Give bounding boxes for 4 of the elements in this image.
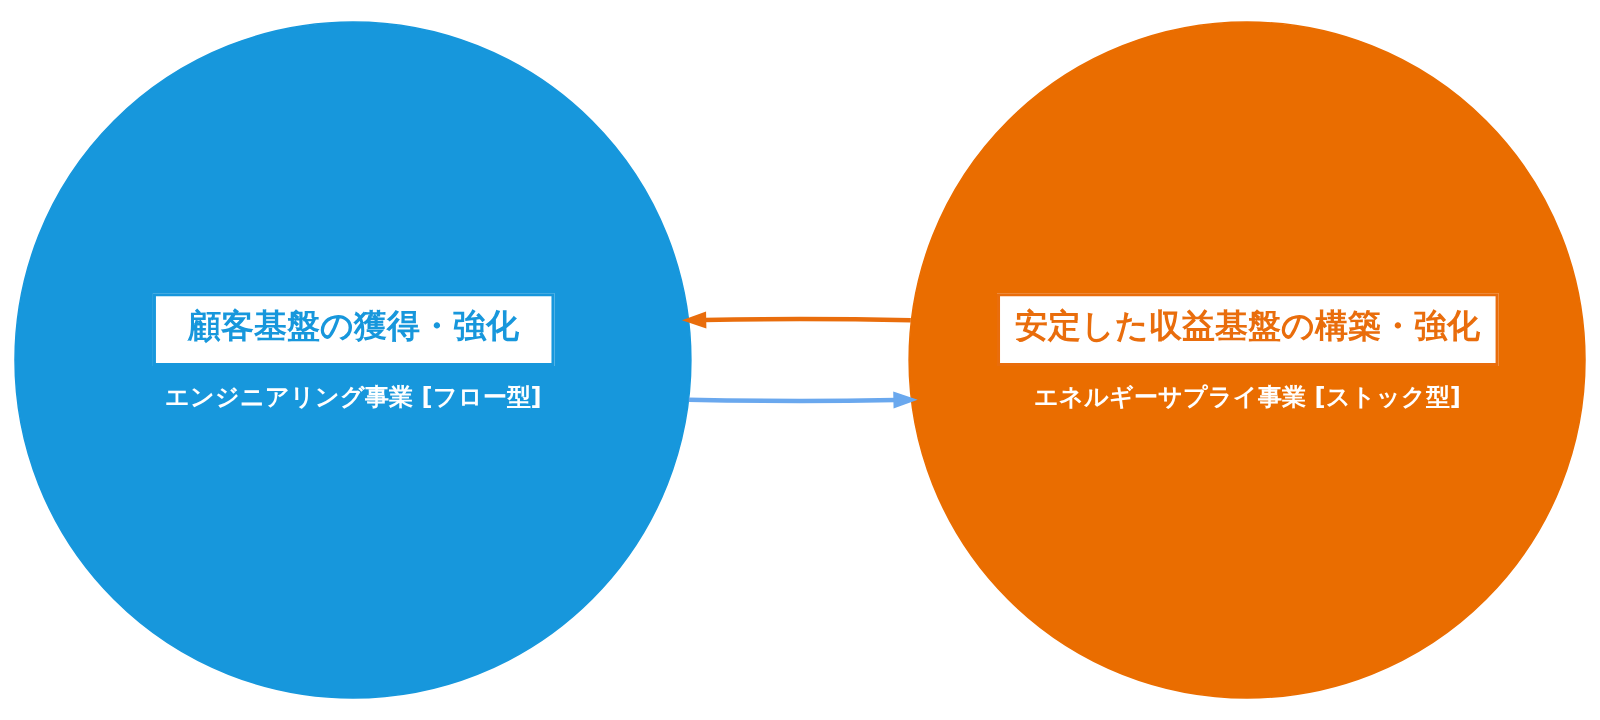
- node-circle: 顧客基盤の獲得・強化 エンジニアリング事業 [フロー型]: [14, 21, 692, 699]
- node-circle: 安定した収益基盤の構築・強化 エネルギーサプライ事業 [ストック型]: [908, 21, 1586, 699]
- arrow: [688, 391, 918, 409]
- arrow: [681, 311, 911, 329]
